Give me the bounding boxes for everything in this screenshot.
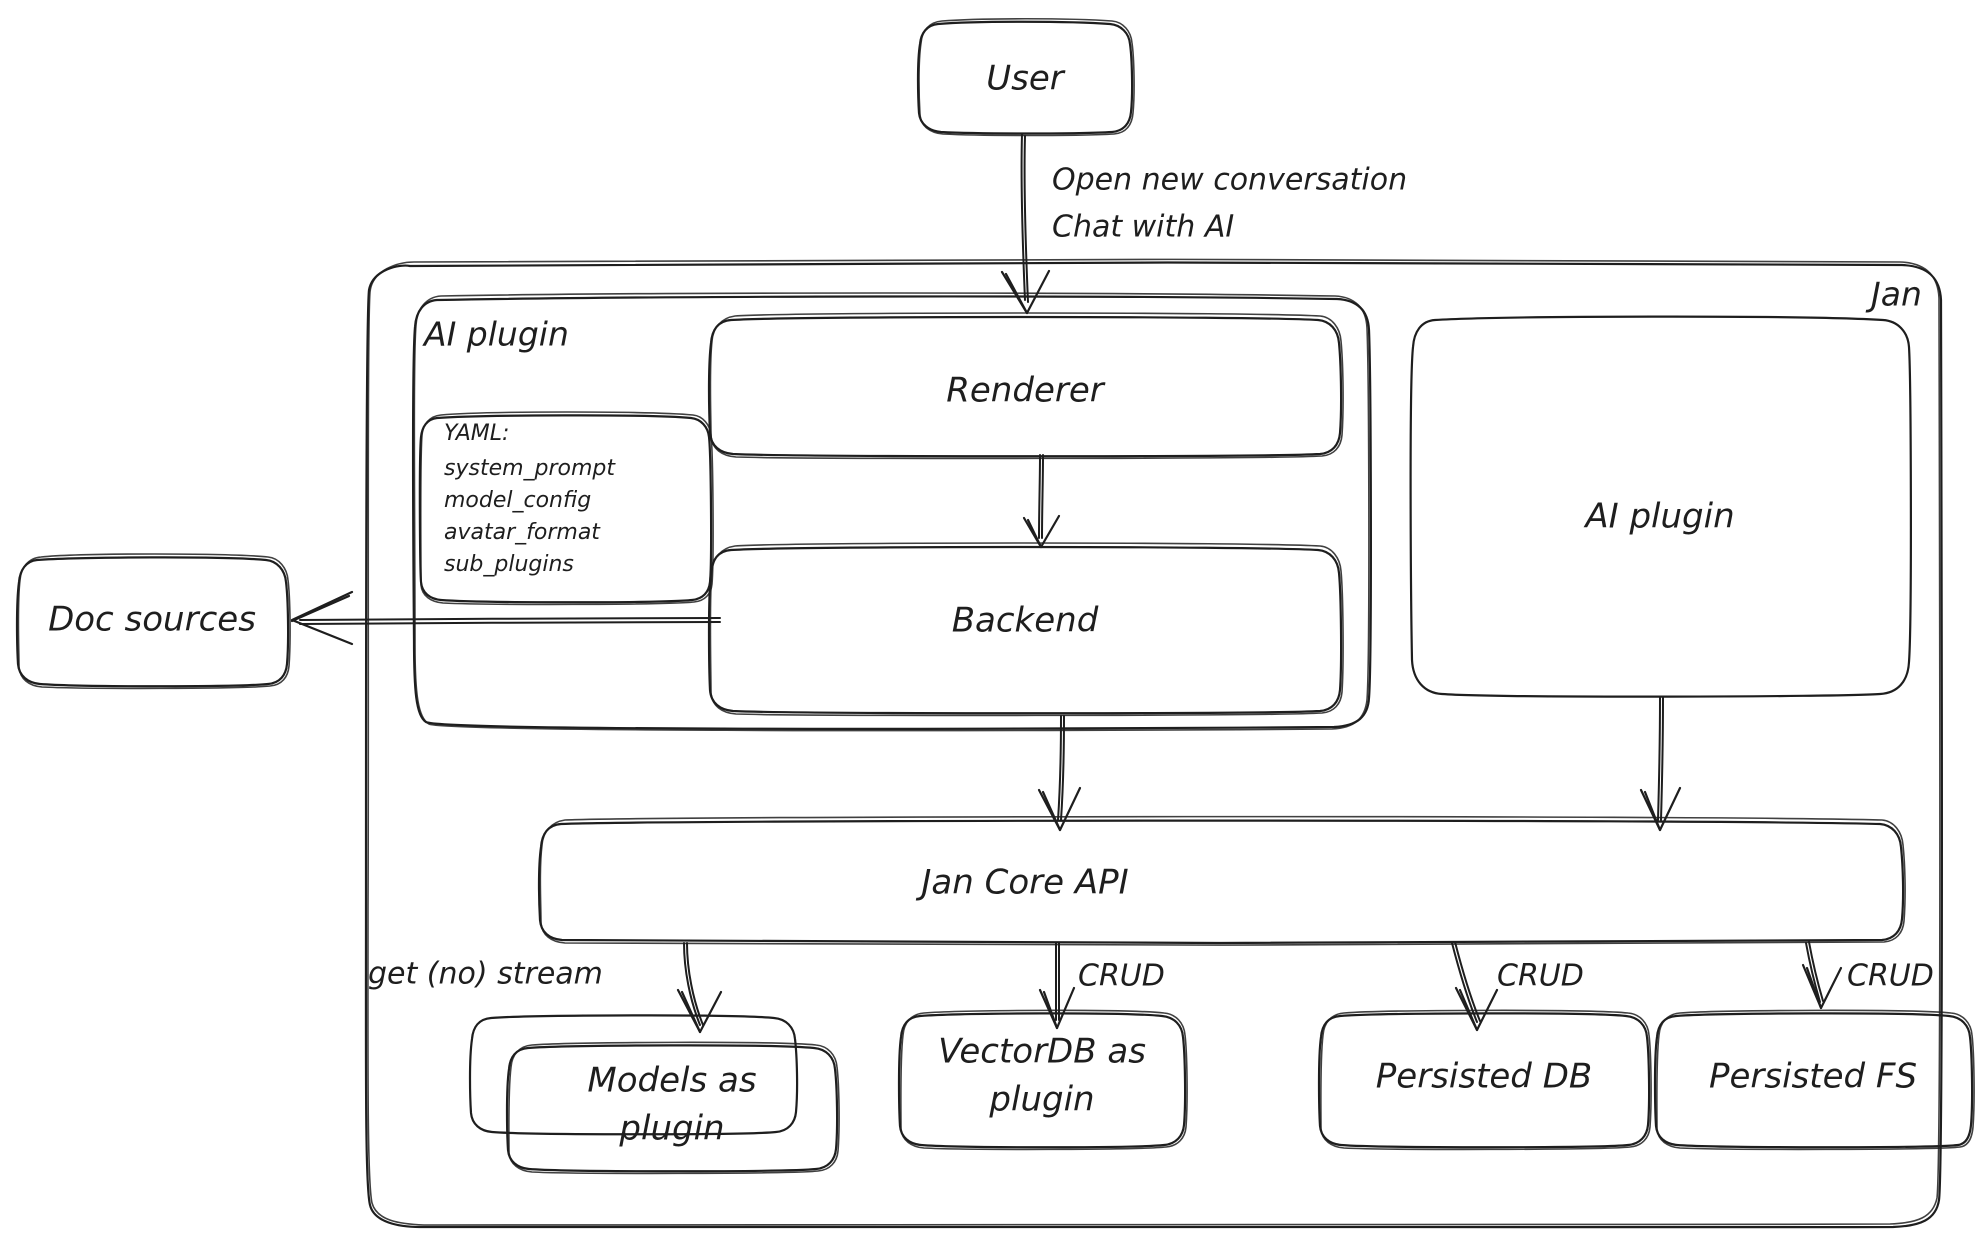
edge-core-to-models-label: get (no) stream (368, 957, 603, 992)
edge-core-to-persisted-db (1451, 941, 1499, 1032)
yaml-note-line-4: avatar_format (444, 520, 601, 545)
edge-backend-to-core (1037, 715, 1082, 832)
edge-core-to-vectordb-label: CRUD (1078, 959, 1165, 994)
user-node[interactable]: User (916, 17, 1135, 137)
backend-node-label: Backend (952, 601, 1099, 641)
edge-ai-plugin-to-core (1639, 696, 1682, 832)
yaml-note-line-3: model_config (444, 488, 591, 513)
models-plugin-node[interactable]: Models as plugin (468, 1014, 840, 1175)
persisted-db-node[interactable]: Persisted DB (1317, 1009, 1652, 1151)
edge-core-to-persisted-db-label: CRUD (1497, 959, 1584, 994)
renderer-node-label: Renderer (946, 371, 1105, 411)
yaml-note-line-1: YAML: (444, 421, 509, 446)
edge-user-to-renderer-label-line2: Chat with AI (1052, 210, 1234, 245)
vectordb-plugin-node[interactable]: VectorDB as plugin (897, 1009, 1188, 1151)
persisted-db-label: Persisted DB (1376, 1057, 1592, 1097)
jan-core-api-node[interactable]: Jan Core API (537, 815, 1906, 946)
yaml-note-line-5: sub_plugins (444, 552, 574, 577)
ai-plugin-box-label: AI plugin (1583, 497, 1734, 537)
edge-backend-to-doc-sources (290, 590, 721, 646)
jan-container-label: Jan (1865, 275, 1922, 314)
vectordb-plugin-label-line1: VectorDB as (938, 1032, 1146, 1072)
vectordb-plugin-label-line2: plugin (988, 1080, 1094, 1120)
yaml-note-line-2: system_prompt (444, 456, 616, 481)
ai-plugin-box-node[interactable]: AI plugin (1409, 315, 1912, 698)
models-plugin-label-line2: plugin (618, 1109, 724, 1149)
doc-sources-node-label: Doc sources (48, 600, 256, 640)
jan-container-shape (364, 258, 1943, 1230)
renderer-node[interactable]: Renderer (707, 312, 1344, 460)
edge-core-to-persisted-fs-label: CRUD (1847, 959, 1934, 994)
edge-core-to-models (676, 942, 723, 1034)
edge-user-to-renderer-label-line1: Open new conversation (1052, 163, 1407, 198)
edge-core-to-persisted-fs (1801, 941, 1843, 1010)
edge-renderer-to-backend (1022, 454, 1061, 549)
persisted-fs-node[interactable]: Persisted FS (1653, 1009, 1975, 1151)
doc-sources-node[interactable]: Doc sources (15, 553, 291, 690)
jan-core-api-label: Jan Core API (915, 863, 1128, 903)
user-node-label: User (986, 59, 1066, 99)
edge-user-to-renderer (1000, 133, 1051, 315)
edge-core-to-vectordb (1038, 942, 1076, 1030)
ai-plugin-group-label: AI plugin (422, 315, 569, 354)
backend-node[interactable]: Backend (707, 542, 1344, 717)
persisted-fs-label: Persisted FS (1709, 1057, 1917, 1097)
ai-plugin-group-shape (411, 292, 1372, 732)
yaml-note-shape (418, 411, 714, 606)
models-plugin-label-line1: Models as (587, 1061, 756, 1101)
